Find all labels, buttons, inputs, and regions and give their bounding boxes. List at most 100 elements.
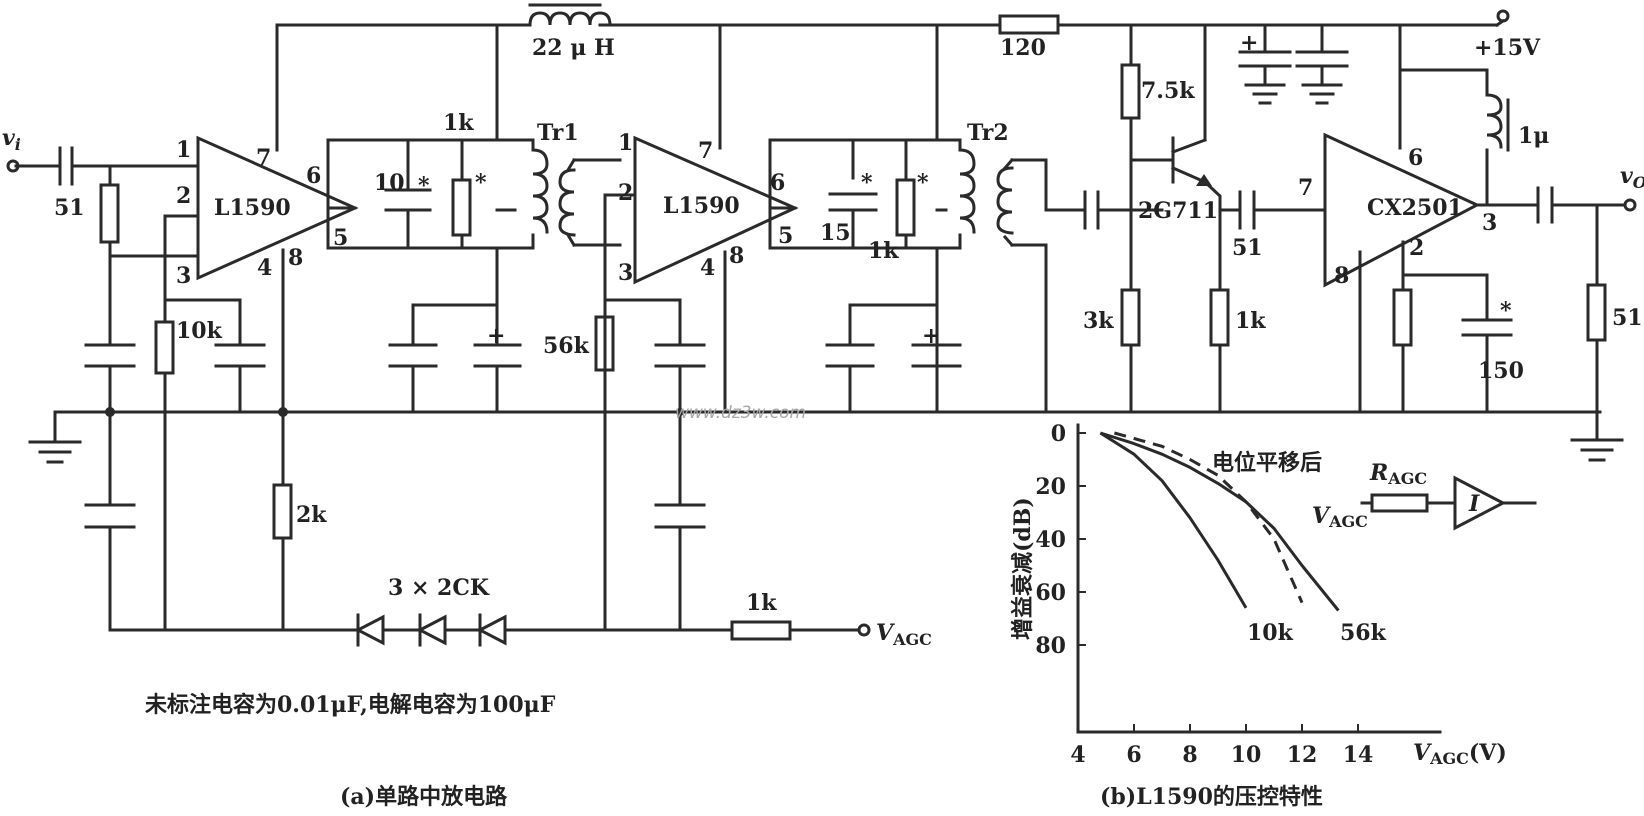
agc-resistor-1k — [730, 620, 792, 641]
caption-b: (b)L1590的压控特性 — [1100, 784, 1323, 810]
ground-symbol-left — [28, 410, 82, 464]
resistor-120 — [998, 14, 1060, 35]
svg-text:vO: vO — [1620, 163, 1644, 192]
svg-text:5: 5 — [333, 225, 348, 251]
input-bias-resistor — [99, 183, 120, 244]
vo-terminal — [1623, 198, 1637, 212]
chart-title: 电位平移后 — [1212, 450, 1322, 476]
bypass-capacitor-1 — [84, 343, 136, 368]
resistor-7-5k — [1120, 63, 1141, 120]
svg-text:56k: 56k — [543, 333, 590, 359]
svg-text:7: 7 — [256, 145, 271, 171]
resistor-10k — [154, 320, 175, 375]
svg-text:CX2501: CX2501 — [1367, 195, 1463, 221]
svg-text:1: 1 — [618, 130, 633, 156]
svg-text:7: 7 — [698, 138, 713, 164]
wiring — [14, 23, 1627, 632]
resistor-2k — [272, 483, 293, 540]
output-coupling-capacitor — [1536, 186, 1554, 224]
svg-text:VAGC: VAGC — [1312, 503, 1368, 531]
y-tick-label: 20 — [1035, 474, 1066, 500]
svg-text:51: 51 — [54, 195, 85, 221]
bypass-capacitor-5 — [654, 503, 706, 529]
svg-text:2G711: 2G711 — [1138, 198, 1218, 224]
svg-text:7: 7 — [1298, 175, 1313, 201]
svg-text:+15V: +15V — [1474, 35, 1541, 61]
x-tick-label: 8 — [1182, 742, 1197, 768]
svg-text:8: 8 — [1334, 263, 1349, 289]
junction-dots — [105, 407, 684, 417]
emitter-coupling-capacitor — [1238, 190, 1256, 230]
x-tick-label: 10 — [1231, 742, 1262, 768]
svg-text:1: 1 — [176, 137, 191, 163]
y-tick-label: 60 — [1035, 580, 1066, 606]
svg-text:6: 6 — [770, 170, 785, 196]
svg-text:I: I — [1468, 491, 1480, 517]
svg-text:*: * — [861, 170, 873, 196]
tank2-electrolytic-capacitor — [911, 343, 962, 368]
chart-x-label: VAGC(V) — [1413, 740, 1507, 768]
caption-a: (a)单路中放电路 — [340, 784, 508, 810]
series-label-10k: 10k — [1247, 620, 1294, 646]
input-capacitor — [58, 146, 74, 186]
svg-text:+: + — [1240, 30, 1258, 56]
tank-resistor-1k-2 — [895, 178, 916, 237]
watermark: www.dz3w.com — [675, 403, 806, 423]
svg-text:2k: 2k — [296, 502, 327, 528]
svg-text:120: 120 — [1000, 35, 1046, 61]
svg-text:*: * — [917, 170, 929, 196]
y-tick-label: 80 — [1035, 633, 1066, 659]
svg-text:+: + — [487, 323, 505, 349]
bypass-capacitor-3 — [214, 343, 266, 368]
supply-electrolytic-capacitor — [1238, 50, 1292, 105]
svg-text:*: * — [475, 170, 487, 196]
base-coupling-capacitor — [1083, 190, 1100, 230]
inset-amplifier — [1453, 475, 1507, 531]
svg-text:6: 6 — [306, 163, 321, 189]
svg-text:4: 4 — [257, 255, 272, 281]
resistor-3k — [1120, 288, 1141, 347]
x-tick-label: 12 — [1287, 742, 1318, 768]
svg-text:3: 3 — [176, 263, 191, 289]
transistor-2g711 — [1171, 136, 1212, 186]
y-tick-label: 0 — [1051, 421, 1066, 447]
svg-text:VAGC: VAGC — [876, 620, 932, 649]
svg-text:1k: 1k — [1235, 308, 1266, 334]
series-label-56k: 56k — [1340, 620, 1387, 646]
note: 未标注电容为0.01μF,电解电容为100μF — [145, 692, 556, 718]
svg-text:L1590: L1590 — [214, 195, 291, 221]
tr1-secondary-coil — [558, 168, 576, 237]
svg-text:3: 3 — [1482, 210, 1497, 236]
svg-text:Tr2: Tr2 — [967, 120, 1009, 146]
ground-symbol-right — [1570, 438, 1624, 462]
tr2-primary-coil — [958, 148, 976, 234]
svg-text:10k: 10k — [176, 318, 223, 344]
bypass-capacitor-2 — [84, 503, 136, 529]
svg-text:6: 6 — [1408, 145, 1423, 171]
pin2-resistor — [1392, 288, 1413, 347]
svg-text:1k: 1k — [868, 238, 899, 264]
x-tick-label: 6 — [1126, 742, 1141, 768]
svg-text:*: * — [1500, 298, 1512, 324]
svg-text:2: 2 — [176, 183, 191, 209]
svg-text:10: 10 — [374, 170, 405, 196]
chart-series — [1099, 431, 1340, 612]
output-resistor-51 — [1586, 283, 1607, 342]
svg-text:L1590: L1590 — [663, 193, 740, 219]
svg-text:51: 51 — [1232, 235, 1263, 261]
amplifier-l1590-1 — [196, 135, 359, 281]
svg-text:8: 8 — [288, 245, 303, 271]
svg-text:2: 2 — [618, 180, 633, 206]
svg-text:150: 150 — [1478, 358, 1524, 384]
svg-text:4: 4 — [700, 255, 715, 281]
bypass-capacitor-4 — [654, 343, 706, 368]
component-labels: vi 51 1 2 3 L1590 7 6 5 4 8 10k 2k 22 μ … — [2, 30, 1644, 649]
svg-text:+: + — [922, 323, 940, 349]
tank-capacitor-10 — [384, 188, 432, 212]
tr2-secondary-coil — [996, 166, 1014, 235]
emitter-resistor-1k — [1209, 288, 1230, 347]
svg-text:*: * — [418, 173, 430, 199]
vagc-terminal — [857, 623, 871, 637]
